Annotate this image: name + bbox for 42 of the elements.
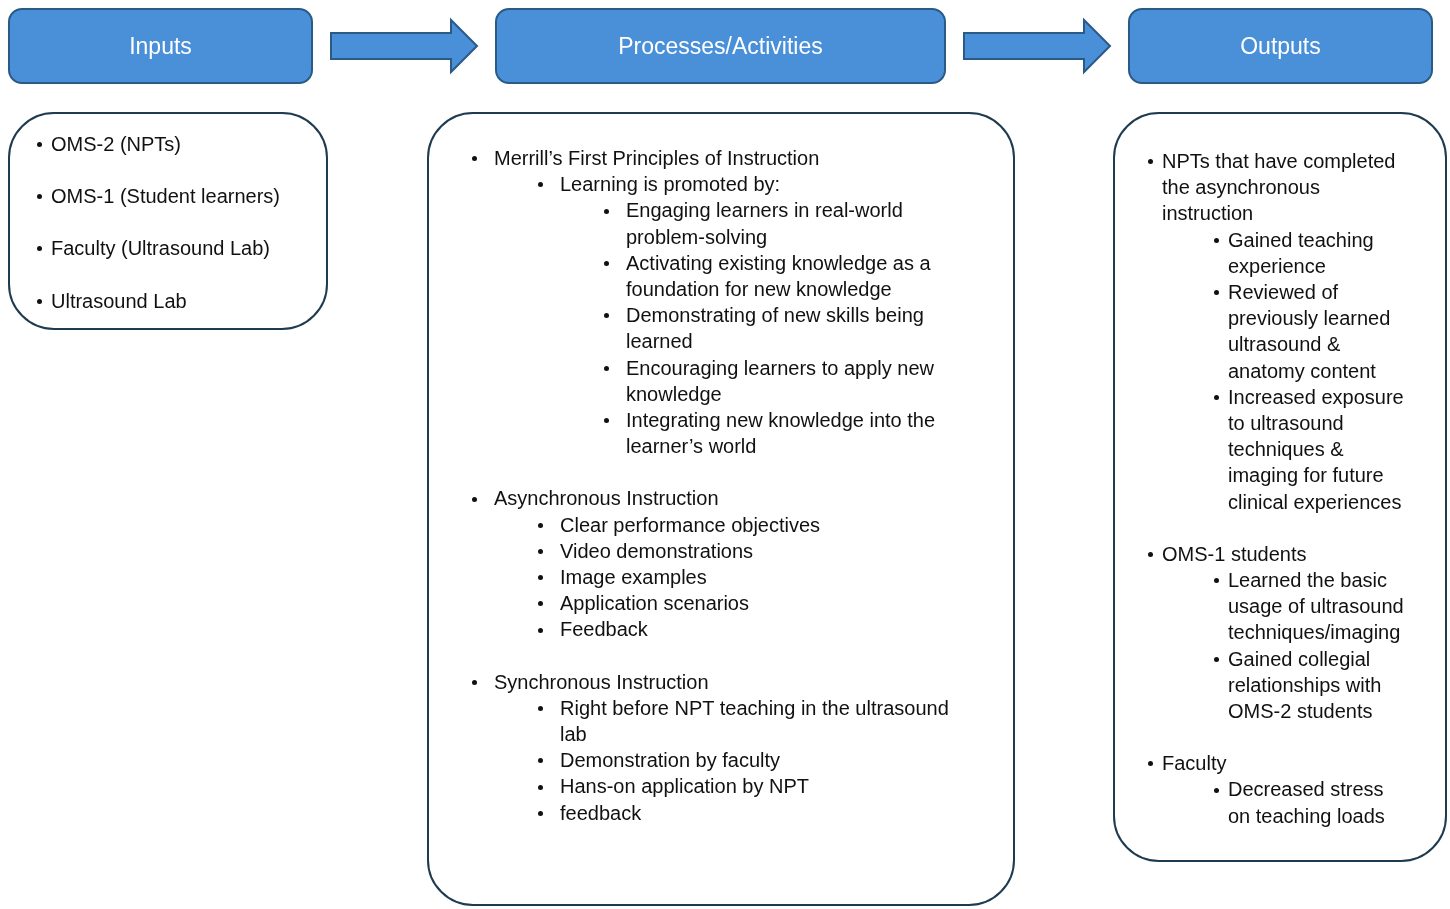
list-item-text: Ultrasound Lab bbox=[51, 289, 188, 314]
list-item-text: Reviewed of previously learned ultrasound & anatomy content bbox=[1228, 280, 1392, 384]
list-panel bbox=[8, 112, 328, 330]
list-item-text: Synchronous Instruction bbox=[494, 669, 710, 695]
list-item-text: Gained teaching experience bbox=[1228, 227, 1375, 279]
header-text: Processes/Activities bbox=[618, 31, 823, 61]
list-item-text: Hans-on application by NPT bbox=[560, 774, 810, 800]
header-box bbox=[1128, 8, 1433, 84]
list-item-text: Faculty bbox=[1162, 751, 1228, 777]
list-item-text: Feedback bbox=[560, 617, 649, 643]
list-panel bbox=[1113, 112, 1447, 862]
list-item-text: OMS-2 (NPTs) bbox=[51, 132, 182, 157]
list-item-text: Gained collegial relationships with OMS-2 students bbox=[1228, 646, 1383, 725]
header-box bbox=[495, 8, 946, 84]
list-item-text: Faculty (Ultrasound Lab) bbox=[51, 236, 271, 261]
header-text: Outputs bbox=[1240, 31, 1321, 61]
list-panel bbox=[427, 112, 1015, 906]
list-item-text: Merrill’s First Principles of Instruction bbox=[494, 146, 821, 171]
list-item-text: Encouraging learners to apply new knowledge bbox=[626, 355, 935, 407]
list-item-text: Application scenarios bbox=[560, 591, 750, 617]
list-item-text: Activating existing knowledge as a foundation for new knowledge bbox=[626, 250, 932, 302]
header-text: Inputs bbox=[129, 31, 192, 61]
list-item-text: Engaging learners in real-world problem-solving bbox=[626, 198, 904, 250]
list-item-text: Integrating new knowledge into the learner’s world bbox=[626, 408, 937, 460]
list-item-text: Right before NPT teaching in the ultrasound lab bbox=[560, 695, 950, 748]
list-item-text: Asynchronous Instruction bbox=[494, 486, 720, 512]
list-item-text: NPTs that have completed the asynchronous instruction bbox=[1162, 149, 1397, 227]
list-item-text: Demonstration by faculty bbox=[560, 748, 782, 774]
list-item-text: Video demonstrations bbox=[560, 538, 755, 564]
list-item-text: Decreased stress on teaching loads bbox=[1228, 777, 1386, 829]
list-item-text: OMS-1 (Student learners) bbox=[51, 184, 281, 209]
header-box bbox=[8, 8, 313, 84]
list-item-text: OMS-1 students bbox=[1162, 541, 1308, 567]
list-item-text: Learning is promoted by: bbox=[560, 172, 782, 198]
list-item-text: Learned the basic usage of ultrasound techniques/imaging bbox=[1228, 568, 1405, 646]
list-item-text: Clear performance objectives bbox=[560, 512, 822, 538]
list-item-text: Demonstrating of new skills being learned bbox=[626, 303, 925, 355]
list-item-text: feedback bbox=[560, 800, 643, 826]
block-arrow bbox=[330, 17, 479, 75]
block-arrow bbox=[963, 17, 1112, 75]
list-item-text: Image examples bbox=[560, 565, 708, 591]
list-item-text: Increased exposure to ultrasound techniques & imaging for future clinical experiences bbox=[1228, 384, 1405, 515]
